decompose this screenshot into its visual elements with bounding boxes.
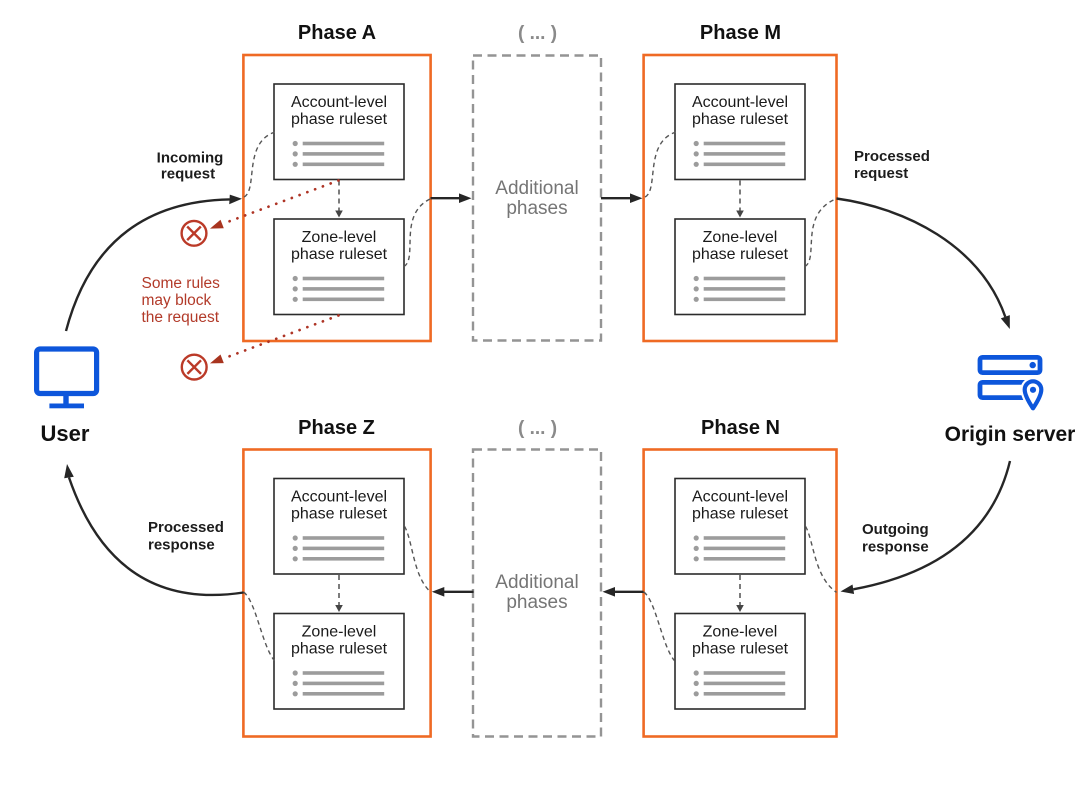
svg-text:the request: the request (142, 309, 220, 326)
svg-text:Phase Z: Phase Z (298, 417, 375, 439)
svg-text:phase ruleset: phase ruleset (692, 641, 789, 658)
svg-text:Zone-level: Zone-level (703, 624, 778, 641)
svg-text:User: User (41, 421, 90, 446)
svg-text:Additional: Additional (495, 178, 578, 199)
svg-text:phases: phases (506, 198, 567, 219)
svg-text:Additional: Additional (495, 572, 578, 593)
svg-text:phase ruleset: phase ruleset (692, 246, 789, 263)
svg-text:( ... ): ( ... ) (518, 23, 557, 44)
svg-text:request: request (161, 166, 215, 183)
svg-text:phase ruleset: phase ruleset (692, 111, 789, 128)
svg-text:Account-level: Account-level (291, 489, 387, 506)
svg-text:response: response (148, 537, 215, 554)
svg-text:phase ruleset: phase ruleset (692, 506, 789, 523)
svg-text:phases: phases (506, 592, 567, 613)
svg-text:phase ruleset: phase ruleset (291, 641, 388, 658)
svg-text:Incoming: Incoming (157, 150, 224, 167)
svg-text:response: response (862, 539, 929, 556)
svg-text:Phase N: Phase N (701, 417, 780, 439)
svg-text:Some rules: Some rules (142, 275, 221, 292)
svg-text:phase ruleset: phase ruleset (291, 246, 388, 263)
svg-text:Phase M: Phase M (700, 22, 781, 44)
svg-text:Zone-level: Zone-level (703, 229, 778, 246)
svg-text:Account-level: Account-level (692, 94, 788, 111)
svg-text:Zone-level: Zone-level (302, 624, 377, 641)
svg-text:( ... ): ( ... ) (518, 418, 557, 439)
svg-text:Account-level: Account-level (291, 94, 387, 111)
svg-text:phase ruleset: phase ruleset (291, 111, 388, 128)
svg-text:Account-level: Account-level (692, 489, 788, 506)
svg-text:Processed: Processed (854, 148, 930, 165)
svg-text:request: request (854, 165, 908, 182)
svg-text:phase ruleset: phase ruleset (291, 506, 388, 523)
svg-text:Outgoing: Outgoing (862, 521, 929, 538)
svg-text:Processed: Processed (148, 519, 224, 536)
svg-text:Zone-level: Zone-level (302, 229, 377, 246)
svg-text:Origin server: Origin server (945, 423, 1076, 446)
svg-text:Phase A: Phase A (298, 22, 376, 44)
svg-text:may block: may block (142, 292, 212, 309)
